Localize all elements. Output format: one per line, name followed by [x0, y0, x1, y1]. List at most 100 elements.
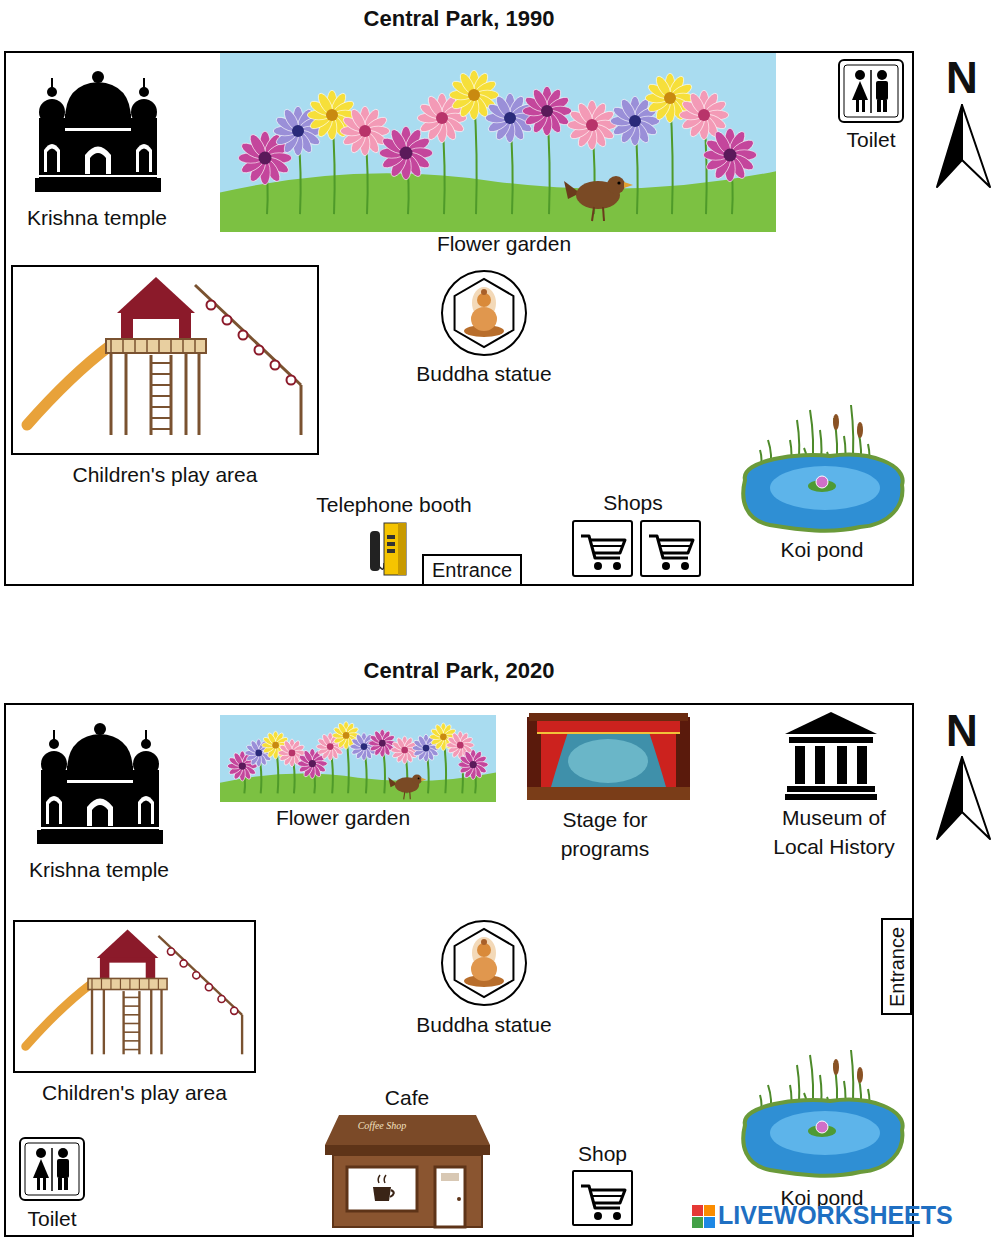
arrow-half [937, 105, 962, 187]
platform-rail [101, 978, 102, 989]
shop-box [573, 521, 632, 576]
map-title: Central Park, 1990 [6, 5, 912, 33]
buddha-ring [442, 921, 526, 1005]
place-label: Buddha statue [354, 1010, 614, 1039]
north-letter: N [832, 709, 1000, 753]
architrave [789, 737, 873, 743]
man-body [57, 1159, 69, 1178]
post [150, 987, 152, 1054]
pond-shine [770, 466, 880, 510]
temple-door [92, 805, 108, 826]
cattail [857, 1067, 863, 1083]
man-body [876, 81, 888, 100]
ladder-rung [151, 395, 171, 397]
platform [106, 339, 206, 353]
column [795, 746, 805, 784]
buddha-topknot [481, 289, 487, 295]
sky [220, 715, 496, 802]
entrance-label: Entrance [885, 926, 909, 1006]
platform-rail [139, 978, 140, 989]
telephone-icon [370, 523, 406, 575]
flower-centre [361, 743, 368, 750]
flower-centre [292, 125, 304, 137]
area-label: Children's play area [73, 461, 258, 489]
toilet-icon [20, 1138, 84, 1200]
temple-band [35, 175, 161, 177]
cattail [857, 422, 863, 438]
woman-leg [862, 100, 865, 112]
place-label: Toilet [741, 125, 1000, 154]
place-label: Stage for programs [530, 805, 680, 864]
arrow-half [962, 105, 990, 187]
stage-light [568, 739, 648, 783]
ramp-ring [180, 960, 187, 967]
curtain [541, 729, 569, 787]
pond-shine [770, 1111, 880, 1155]
phone-side [398, 523, 406, 575]
toilet-divider [870, 70, 872, 113]
flower-centre [272, 742, 279, 749]
hill [220, 171, 776, 232]
house-window [133, 319, 179, 339]
toilet-divider [51, 1148, 53, 1191]
flower-centre [327, 743, 334, 750]
buddha-body [471, 307, 497, 331]
temple-tower [131, 118, 157, 180]
bird [564, 176, 633, 221]
ladder-rung [151, 406, 171, 408]
north-letter: N [832, 56, 1000, 100]
ladder-rung [124, 997, 140, 999]
ladder-rung [124, 1031, 140, 1033]
cafe-body [333, 1155, 482, 1227]
cup-handle [390, 1190, 394, 1197]
man-leg [64, 1178, 68, 1190]
ramp-ring [287, 376, 296, 385]
keypad [387, 549, 395, 553]
platform-rail [134, 339, 136, 353]
flower-centre [457, 742, 464, 749]
cart-wheel [613, 562, 621, 570]
platform-rail [120, 978, 121, 989]
buddha-topknot [481, 939, 487, 945]
shop-label: Shop [578, 1140, 627, 1168]
buddha-icon [442, 271, 526, 355]
flower-centre [724, 149, 737, 162]
slide [27, 345, 111, 425]
buddha-ring [442, 271, 526, 355]
place-label: Flower garden [374, 229, 634, 258]
temple-icon [35, 71, 161, 192]
ramp [300, 385, 303, 435]
ladder-rung [151, 417, 171, 419]
post [125, 350, 128, 435]
cafe-picture [325, 1115, 490, 1227]
temple-window [47, 149, 57, 173]
cart-wheel [681, 562, 689, 570]
buddha-icon [442, 921, 526, 1005]
ramp-ring [231, 1007, 238, 1014]
arrow-half [962, 757, 990, 839]
temple-window [138, 796, 154, 824]
platform-rail [148, 978, 149, 989]
area-label: Children's play area [42, 1079, 227, 1107]
platform [88, 978, 167, 989]
temple-band [67, 780, 133, 783]
ramp [195, 285, 301, 385]
column [837, 746, 847, 784]
cart-basket [590, 540, 625, 553]
flower-centre [379, 740, 386, 747]
ramp-ring [205, 984, 212, 991]
temple-spike [143, 78, 145, 90]
buddha-hexagon [455, 929, 514, 997]
lotus [816, 1121, 828, 1133]
flower-centre [586, 119, 598, 131]
platform-rail [182, 339, 184, 353]
shop-box [641, 521, 700, 576]
ladder-rung [124, 1040, 140, 1042]
watermark: LIVEWORKSHEETS [718, 1200, 953, 1230]
shop-box: Shop [572, 1170, 633, 1226]
platform-rail [129, 978, 130, 989]
flower-centre [504, 112, 516, 124]
flower-centre [423, 745, 430, 752]
